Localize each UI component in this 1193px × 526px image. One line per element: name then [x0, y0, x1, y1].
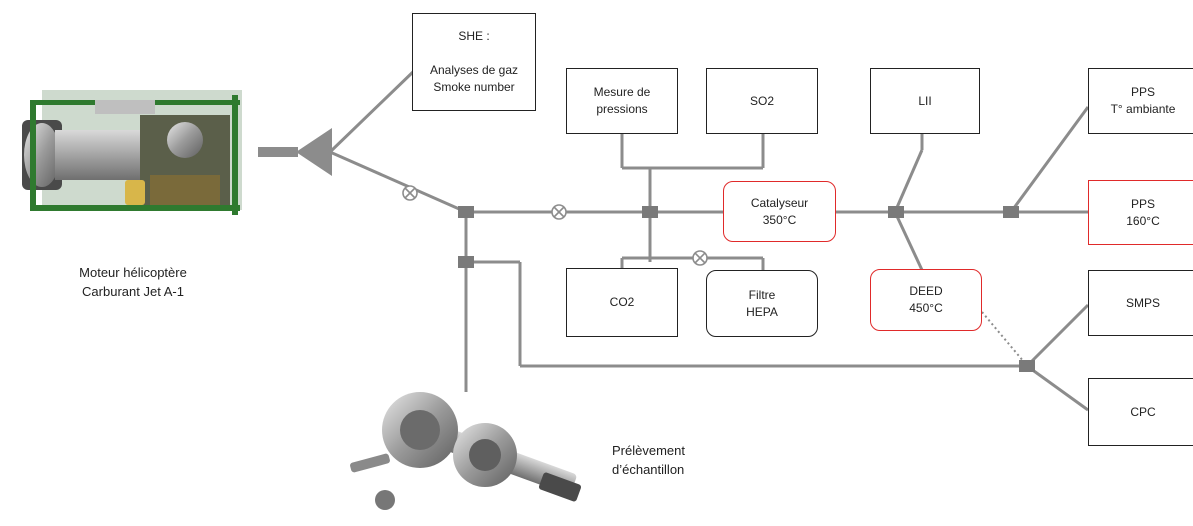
she-line-smoke: Smoke number [433, 79, 514, 96]
hepa-filter-box: Filtre HEPA [706, 270, 818, 337]
deed-line2: 450°C [909, 300, 943, 317]
lii-label: LII [918, 93, 931, 110]
pps-ambient-line1: PPS [1131, 84, 1155, 101]
pps-160-box: PPS 160°C [1088, 180, 1193, 245]
hepa-line1: Filtre [749, 287, 776, 304]
valve-icon [403, 186, 707, 265]
pressure-measure-box: Mesure de pressions [566, 68, 678, 134]
so2-label: SO2 [750, 93, 774, 110]
pps-ambient-line2: T° ambiante [1111, 101, 1176, 118]
lii-box: LII [870, 68, 980, 134]
so2-box: SO2 [706, 68, 818, 134]
pressure-line1: Mesure de [594, 84, 651, 101]
co2-label: CO2 [610, 294, 635, 311]
deed-line1: DEED [909, 283, 942, 300]
cpc-box: CPC [1088, 378, 1193, 446]
smps-label: SMPS [1126, 295, 1160, 312]
hepa-line2: HEPA [746, 304, 778, 321]
catalyseur-line1: Catalyseur [751, 195, 808, 212]
sampling-caption-line1: Prélèvement [612, 441, 722, 460]
catalyseur-box: Catalyseur 350°C [723, 181, 836, 242]
sampling-probe-photo [349, 392, 581, 510]
helicopter-engine-photo [22, 90, 242, 215]
exhaust-cone [258, 128, 332, 176]
sampling-caption-line2: d’échantillon [612, 460, 722, 479]
engine-caption-line1: Moteur hélicoptère [48, 263, 218, 282]
sampling-caption: Prélèvement d’échantillon [612, 441, 722, 479]
she-box: SHE : Analyses de gaz Smoke number [412, 13, 536, 111]
smps-box: SMPS [1088, 270, 1193, 336]
pressure-line2: pressions [596, 101, 647, 118]
catalyseur-line2: 350°C [763, 212, 797, 229]
pps-ambient-box: PPS T° ambiante [1088, 68, 1193, 134]
engine-caption-line2: Carburant Jet A-1 [48, 282, 218, 301]
she-line-gas: Analyses de gaz [430, 62, 518, 79]
dotted-connector [982, 312, 1024, 362]
she-title: SHE : [458, 28, 489, 45]
engine-caption: Moteur hélicoptère Carburant Jet A-1 [48, 263, 218, 301]
co2-box: CO2 [566, 268, 678, 337]
cpc-label: CPC [1130, 404, 1155, 421]
deed-box: DEED 450°C [870, 269, 982, 331]
pps-160-line2: 160°C [1126, 213, 1160, 230]
pps-160-line1: PPS [1131, 196, 1155, 213]
